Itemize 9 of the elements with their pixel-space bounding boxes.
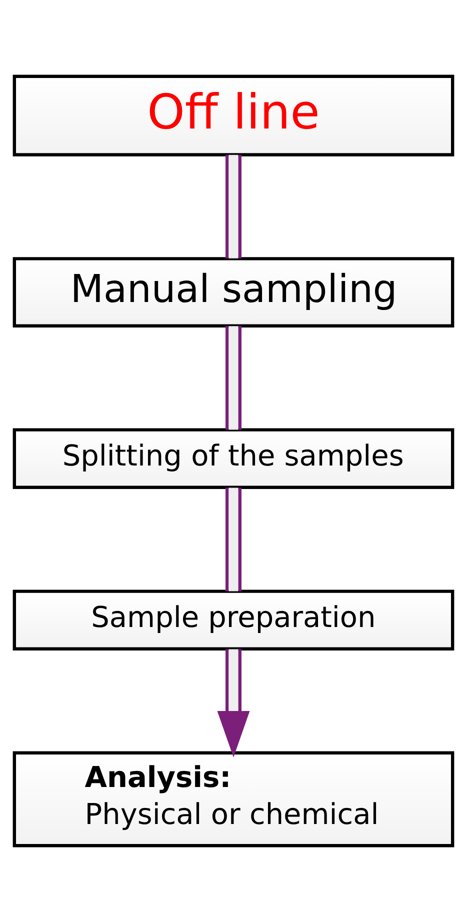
connector: [226, 154, 242, 258]
connector: [226, 488, 242, 592]
node-box: Sample preparation: [12, 590, 454, 650]
arrow: [217, 649, 250, 758]
connector: [226, 326, 242, 430]
node-box: Analysis: Physical or chemical: [12, 751, 454, 848]
node-box: Manual sampling: [12, 257, 454, 328]
node-box: Off line: [12, 74, 454, 156]
node-box: Splitting of the samples: [12, 428, 454, 489]
